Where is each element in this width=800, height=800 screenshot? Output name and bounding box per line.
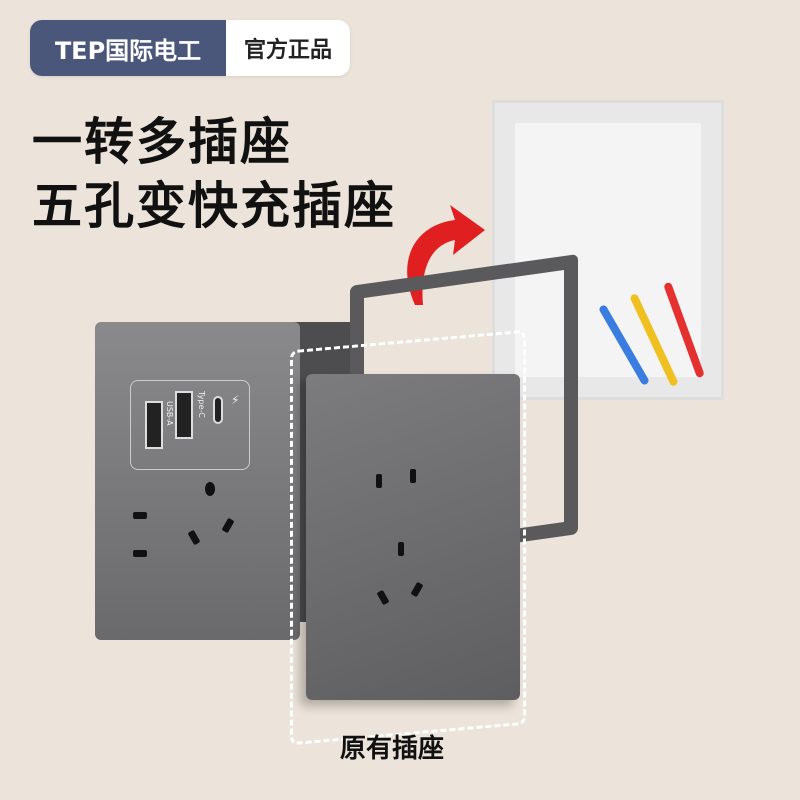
socket-hole — [410, 469, 416, 483]
dashed-highlight — [290, 329, 526, 746]
brand-name: TEP国际电工 — [30, 20, 226, 76]
socket-hole — [221, 517, 235, 534]
socket-hole — [376, 474, 382, 488]
headline-line2: 五孔变快充插座 — [32, 177, 396, 235]
usb-panel: USB-A Type-C ⚡ — [130, 380, 250, 470]
usb-a-port — [145, 401, 163, 449]
original-socket-panel — [306, 374, 520, 700]
type-c-port — [213, 396, 223, 424]
socket-hole — [133, 512, 147, 519]
junction-box — [492, 100, 724, 400]
typec-label: Type-C — [197, 391, 206, 418]
socket-hole — [187, 529, 201, 546]
caption-original-socket: 原有插座 — [340, 734, 445, 764]
socket-hole — [133, 550, 147, 557]
socket-hole — [205, 482, 215, 496]
lightning-icon: ⚡ — [231, 393, 240, 407]
official-tag: 官方正品 — [226, 20, 350, 76]
cube-socket: USB-A Type-C ⚡ — [95, 322, 300, 640]
brand-badge: TEP国际电工 官方正品 — [30, 20, 350, 76]
headline-line1: 一转多插座 — [32, 113, 292, 171]
usb-label: USB-A — [165, 401, 174, 426]
red-arrow-icon — [407, 205, 485, 305]
usb-a-port — [175, 391, 193, 439]
socket-hole — [398, 542, 404, 556]
